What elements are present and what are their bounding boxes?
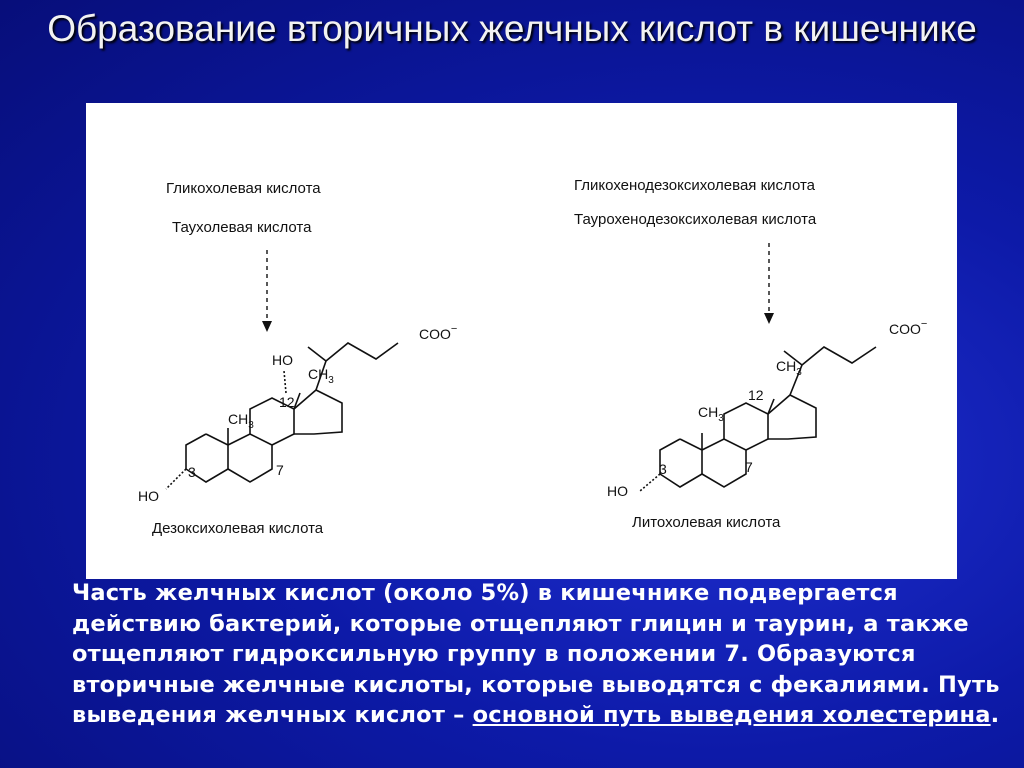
left-oh3-label: HO xyxy=(138,488,159,504)
left-pos-12: 12 xyxy=(279,394,295,410)
body-text-main: Часть желчных кислот (около 5%) в кишечн… xyxy=(72,580,1000,728)
right-methyl-bond-upper xyxy=(767,398,775,415)
right-side-chain xyxy=(789,346,877,396)
left-ring-c xyxy=(249,397,295,446)
right-pos-7: 7 xyxy=(745,459,753,475)
right-side-methyl xyxy=(783,350,803,366)
left-ring-b xyxy=(227,433,273,483)
left-pos-7: 7 xyxy=(276,462,284,478)
right-structure: Гликохенодезоксихолевая кислота Таурохен… xyxy=(574,177,927,531)
left-side-chain xyxy=(315,342,399,391)
left-ch3-lower: CH3 xyxy=(228,411,254,431)
left-structure: Гликохолевая кислота Таухолевая кислота xyxy=(138,180,457,537)
right-ring-b xyxy=(701,438,747,488)
left-product: Дезоксихолевая кислота xyxy=(152,520,324,537)
right-pos-12: 12 xyxy=(748,387,764,403)
left-arrow-head xyxy=(262,321,272,332)
left-ch3-upper: CH3 xyxy=(308,366,334,386)
left-methyl-bond-upper xyxy=(293,392,301,410)
left-oh12-label: HO xyxy=(272,352,293,368)
left-side-methyl xyxy=(307,346,327,362)
body-paragraph: Часть желчных кислот (около 5%) в кишечн… xyxy=(72,578,1016,731)
right-source-1: Гликохенодезоксихолевая кислота xyxy=(574,177,816,194)
left-source-1: Гликохолевая кислота xyxy=(166,180,321,197)
right-arrow-head xyxy=(764,313,774,324)
left-oh12-bond xyxy=(283,370,287,394)
right-product: Литохолевая кислота xyxy=(632,514,781,531)
right-coo: COO− xyxy=(889,318,927,337)
left-source-2: Таухолевая кислота xyxy=(172,219,312,236)
body-text-end: . xyxy=(990,702,1000,728)
right-oh3-bond xyxy=(639,473,661,492)
left-pos-3: 3 xyxy=(188,464,196,480)
slide-title: Образование вторичных желчных кислот в к… xyxy=(47,8,977,49)
left-oh3-bond xyxy=(165,468,187,490)
right-source-2: Таурохенодезоксихолевая кислота xyxy=(574,211,817,228)
right-ch3-upper: CH3 xyxy=(776,358,802,378)
right-ring-d xyxy=(767,394,817,440)
body-text-underlined: основной путь выведения холестерина xyxy=(472,702,991,728)
right-pos-3: 3 xyxy=(659,461,667,477)
right-ring-c xyxy=(723,402,769,451)
left-ring-d xyxy=(293,389,343,435)
left-coo: COO− xyxy=(419,323,457,342)
right-oh3-label: HO xyxy=(607,483,628,499)
bile-acid-diagram: Гликохолевая кислота Таухолевая кислота xyxy=(138,177,927,537)
figure-panel: Гликохолевая кислота Таухолевая кислота xyxy=(86,103,957,579)
right-ch3-lower: CH3 xyxy=(698,404,724,424)
